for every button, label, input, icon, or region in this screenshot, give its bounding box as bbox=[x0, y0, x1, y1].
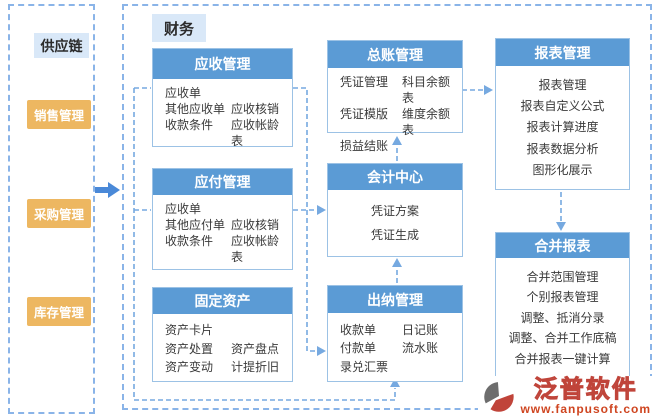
module-item[interactable]: 合并报表一键计算 bbox=[514, 351, 611, 366]
module-row: 付款单 流水账 bbox=[340, 340, 456, 356]
row-cell[interactable]: 损益结账 bbox=[340, 139, 389, 153]
module-report-management-header[interactable]: 报表管理 bbox=[496, 39, 629, 66]
row-cell[interactable]: 流水账 bbox=[402, 341, 439, 355]
supply-item-inventory[interactable]: 库存管理 bbox=[27, 297, 91, 326]
module-row: 资产变动 计提折旧 bbox=[165, 359, 286, 375]
row-cell[interactable]: 凭证管理 bbox=[340, 75, 389, 89]
finance-tab: 财务 bbox=[152, 14, 206, 42]
module-row: 其他应付单应收核销 bbox=[165, 217, 286, 233]
row-cell[interactable]: 资产处置 bbox=[165, 341, 214, 356]
row-cell[interactable]: 其他应收单 bbox=[165, 102, 226, 116]
module-fixed-assets[interactable]: 固定资产 资产卡片 资产处置 资产盘点 资产变动 计提折旧 bbox=[152, 287, 293, 382]
module-row: 收款条件 应收帐龄表 bbox=[165, 117, 286, 149]
module-accounting-center[interactable]: 会计中心 凭证方案 凭证生成 bbox=[327, 163, 463, 257]
row-cell[interactable]: 应收核销 bbox=[231, 102, 280, 116]
row-cell[interactable]: 资产变动 bbox=[165, 359, 214, 374]
fanpu-logo-icon bbox=[484, 382, 515, 412]
flow-arrow-icon bbox=[95, 182, 120, 198]
module-cashier-header[interactable]: 出纳管理 bbox=[328, 286, 462, 313]
row-cell[interactable]: 维度余额表 bbox=[402, 107, 451, 137]
module-row: 收款条件 应收帐龄表 bbox=[165, 233, 286, 265]
row-cell[interactable]: 日记账 bbox=[402, 322, 439, 337]
module-item[interactable]: 报表管理 bbox=[538, 78, 587, 93]
vendor-logo: 泛普软件 www.fanpusoft.com bbox=[478, 376, 657, 418]
row-cell[interactable]: 科目余额表 bbox=[402, 75, 451, 105]
module-row: 其他应收单应收核销 bbox=[165, 101, 286, 117]
module-item[interactable]: 合并范围管理 bbox=[526, 269, 599, 284]
row-cell[interactable]: 应收帐龄表 bbox=[231, 234, 280, 264]
module-item[interactable]: 调整、合并工作底稿 bbox=[508, 331, 617, 345]
vendor-url[interactable]: www.fanpusoft.com bbox=[520, 402, 651, 416]
module-row: 损益结账 bbox=[340, 138, 456, 154]
module-row: 资产卡片 bbox=[165, 322, 286, 338]
module-row: 应收单 bbox=[165, 201, 286, 217]
module-item[interactable]: 报表自定义公式 bbox=[520, 99, 605, 114]
row-cell[interactable]: 应收单 bbox=[165, 86, 202, 100]
module-general-ledger-header[interactable]: 总账管理 bbox=[328, 41, 462, 68]
module-item[interactable]: 凭证方案 bbox=[370, 204, 419, 219]
module-payables-header[interactable]: 应付管理 bbox=[153, 169, 292, 195]
module-item[interactable]: 调整、抵消分录 bbox=[520, 310, 605, 325]
row-cell[interactable]: 其他应付单 bbox=[165, 218, 226, 232]
vendor-name: 泛普软件 bbox=[533, 376, 638, 403]
module-fixed-assets-header[interactable]: 固定资产 bbox=[153, 288, 292, 314]
row-cell[interactable]: 收款单 bbox=[340, 322, 377, 337]
module-item[interactable]: 报表数据分析 bbox=[526, 141, 599, 156]
row-cell[interactable]: 资产卡片 bbox=[165, 323, 214, 338]
module-row: 凭证管理科目余额表 bbox=[340, 74, 456, 106]
row-cell[interactable]: 应收核销 bbox=[231, 218, 280, 232]
module-item[interactable]: 图形化展示 bbox=[532, 162, 593, 177]
supply-item-purchase[interactable]: 采购管理 bbox=[27, 199, 91, 228]
module-item[interactable]: 凭证生成 bbox=[370, 227, 419, 242]
row-cell[interactable]: 录兑汇票 bbox=[340, 359, 389, 374]
module-report-management[interactable]: 报表管理 报表管理 报表自定义公式 报表计算进度 报表数据分析 图形化展示 bbox=[495, 38, 630, 190]
finance-panel bbox=[122, 4, 652, 410]
row-cell[interactable]: 资产盘点 bbox=[231, 341, 280, 356]
supply-item-sales[interactable]: 销售管理 bbox=[27, 100, 91, 129]
row-cell[interactable]: 凭证模版 bbox=[340, 107, 389, 121]
row-cell[interactable]: 计提折旧 bbox=[231, 359, 280, 374]
module-row: 应收单 bbox=[165, 85, 286, 101]
supply-chain-panel: 供应链 销售管理 采购管理 库存管理 bbox=[8, 4, 95, 414]
row-cell[interactable]: 收款条件 bbox=[165, 118, 214, 132]
row-cell[interactable]: 应收单 bbox=[165, 202, 202, 216]
module-payables[interactable]: 应付管理 应收单 其他应付单应收核销 收款条件 应收帐龄表 bbox=[152, 168, 293, 270]
module-general-ledger[interactable]: 总账管理 凭证管理科目余额表 凭证模版维度余额表 损益结账 bbox=[327, 40, 463, 153]
row-cell[interactable]: 付款单 bbox=[340, 341, 377, 355]
module-row: 资产处置 资产盘点 bbox=[165, 341, 286, 357]
module-accounting-center-header[interactable]: 会计中心 bbox=[328, 164, 462, 190]
module-item[interactable]: 个别报表管理 bbox=[526, 290, 599, 304]
module-consolidated-reports-header[interactable]: 合并报表 bbox=[496, 233, 629, 258]
module-row: 录兑汇票 bbox=[340, 359, 456, 375]
module-row: 凭证模版维度余额表 bbox=[340, 106, 456, 138]
module-item[interactable]: 报表计算进度 bbox=[526, 120, 599, 135]
module-receivables-header[interactable]: 应收管理 bbox=[153, 49, 292, 79]
row-cell[interactable]: 收款条件 bbox=[165, 234, 214, 248]
module-row: 收款单 日记账 bbox=[340, 322, 456, 338]
module-consolidated-reports[interactable]: 合并报表 合并范围管理 个别报表管理 调整、抵消分录 调整、合并工作底稿 合并报… bbox=[495, 232, 630, 378]
module-cashier[interactable]: 出纳管理 收款单 日记账 付款单 流水账 录兑汇票 bbox=[327, 285, 463, 382]
supply-chain-title: 供应链 bbox=[34, 33, 89, 58]
row-cell[interactable]: 应收帐龄表 bbox=[231, 118, 280, 148]
module-receivables[interactable]: 应收管理 应收单 其他应收单应收核销 收款条件 应收帐龄表 bbox=[152, 48, 293, 149]
